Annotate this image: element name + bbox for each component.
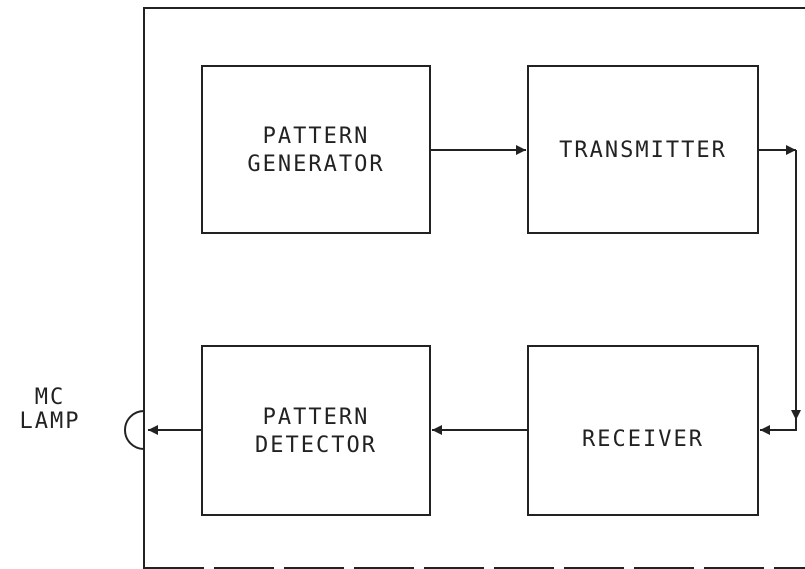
pattern-generator-label-line2: GENERATOR	[247, 152, 384, 177]
pattern-generator-label-line1: PATTERN	[263, 124, 370, 149]
lamp-label-line2: LAMP	[20, 409, 81, 434]
receiver-feed-line	[776, 420, 797, 431]
pattern-generator-box	[201, 65, 431, 234]
lamp-icon	[124, 410, 145, 450]
receiver-label: RECEIVER	[582, 427, 704, 452]
transmitter-label: TRANSMITTER	[559, 138, 727, 163]
pattern-detector-label-line2: DETECTOR	[255, 433, 377, 458]
pattern-detector-label-line1: PATTERN	[263, 405, 370, 430]
lamp-label-line1: MC	[35, 385, 66, 410]
enclosure-frame	[143, 7, 805, 569]
pattern-detector-box	[201, 345, 431, 516]
